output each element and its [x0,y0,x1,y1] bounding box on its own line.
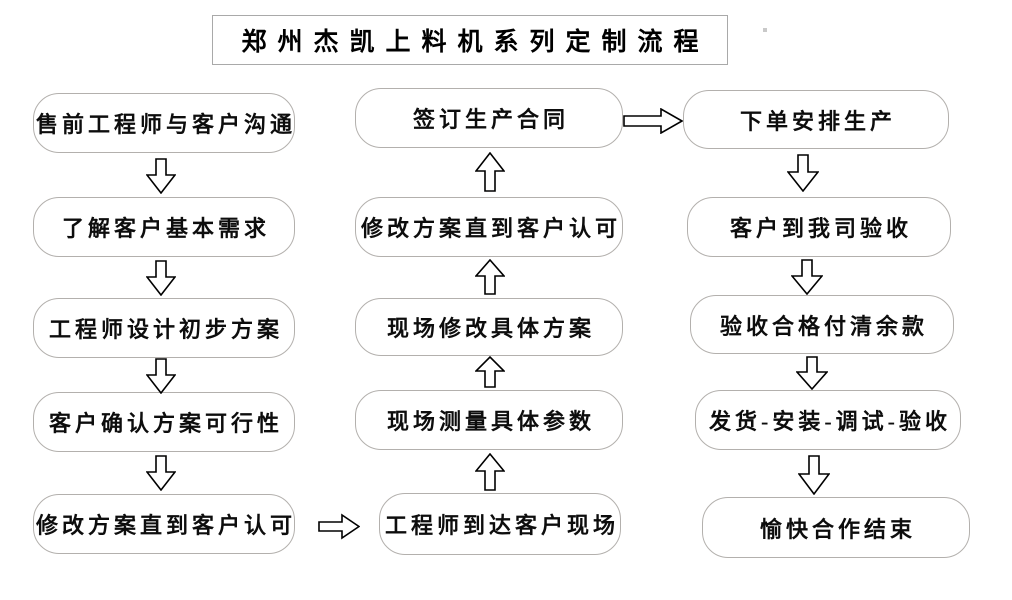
arrow-down-icon [791,259,823,295]
arrow-down-icon [146,158,176,194]
flow-node-pay-balance: 验收合格付清余款 [690,295,954,354]
flow-node-cooperation-ends: 愉快合作结束 [702,497,970,558]
flow-node-place-order: 下单安排生产 [683,90,949,149]
flow-node-engineer-arrives-site: 工程师到达客户现场 [379,493,621,555]
arrow-down-icon [796,356,828,390]
flow-node-ship-install-debug-accept: 发货-安装-调试-验收 [695,390,961,450]
flow-node-revise-until-approved-left: 修改方案直到客户认可 [33,494,295,554]
arrow-down-icon [146,260,176,296]
stray-dot-artifact [763,28,767,32]
flow-node-onsite-measure-parameters: 现场测量具体参数 [355,390,623,450]
arrow-down-icon [146,455,176,491]
arrow-up-icon [475,259,505,295]
flow-node-onsite-modify-plan: 现场修改具体方案 [355,298,623,356]
flow-node-sign-contract: 签订生产合同 [355,88,623,148]
arrow-up-icon [475,453,505,491]
arrow-down-icon [146,358,176,394]
arrow-up-icon [475,356,505,388]
flowchart-title-box: 郑州杰凯上料机系列定制流程 [212,15,728,65]
arrow-down-icon [787,154,819,192]
arrow-right-icon [623,108,683,134]
arrow-up-icon [475,152,505,192]
flow-node-preliminary-design: 工程师设计初步方案 [33,298,295,358]
flowchart-title: 郑州杰凯上料机系列定制流程 [241,29,710,56]
flow-node-understand-needs: 了解客户基本需求 [33,197,295,257]
flow-node-presales-communication: 售前工程师与客户沟通 [33,93,295,153]
arrow-down-icon [798,455,830,495]
flow-node-confirm-feasibility: 客户确认方案可行性 [33,392,295,452]
flow-node-revise-until-approved-middle: 修改方案直到客户认可 [355,197,623,257]
flow-node-customer-acceptance-visit: 客户到我司验收 [687,197,951,257]
arrow-right-icon [318,513,360,540]
